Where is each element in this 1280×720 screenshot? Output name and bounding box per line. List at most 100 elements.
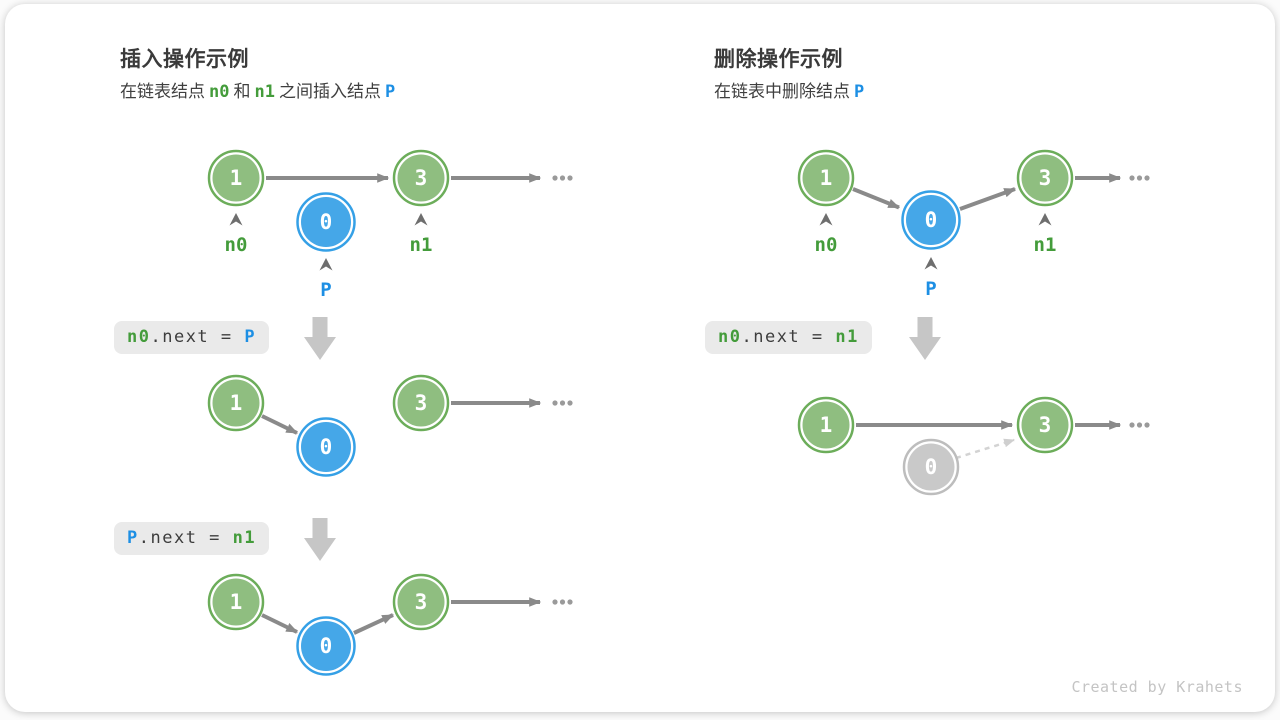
node-ring — [1016, 396, 1074, 454]
code-insert-step2: P.next = n1 — [114, 522, 270, 555]
ellipsis-dots — [552, 599, 573, 605]
pointer-label-p: P — [320, 279, 331, 301]
node-ring — [207, 149, 265, 207]
node-3: 3 — [1016, 149, 1074, 207]
node-0-removed: 0 — [902, 438, 960, 496]
pointer-caret-icon — [319, 258, 333, 271]
node-value: 0 — [320, 210, 333, 234]
var-n0: n0 — [209, 82, 230, 102]
code-text: .next = — [150, 327, 245, 347]
arrow-node0-to-node3 — [959, 187, 1017, 211]
node-ring — [207, 374, 265, 432]
node-1: 1 — [797, 396, 855, 454]
node-1: 1 — [207, 149, 265, 207]
node-0-new: 0 — [296, 417, 356, 477]
node-0-new: 0 — [296, 616, 356, 676]
arrow-node1-to-node0 — [852, 187, 901, 210]
ellipsis-dots — [552, 400, 573, 406]
node-value: 0 — [925, 208, 938, 232]
insert-row1: 1 0 3 n0 P n1 — [207, 149, 573, 301]
arrow-node1-to-node0 — [261, 414, 299, 435]
ellipsis-dots — [1129, 175, 1150, 181]
node-value: 0 — [320, 634, 333, 658]
node-body — [397, 578, 445, 626]
node-1: 1 — [207, 573, 265, 631]
insert-row2: 1 0 3 — [207, 374, 573, 477]
pointer-caret-icon — [229, 213, 243, 226]
node-3: 3 — [392, 149, 450, 207]
node-value: 3 — [415, 166, 428, 190]
node-body — [906, 195, 956, 245]
node-value: 3 — [1039, 166, 1052, 190]
code-text: .next = — [138, 528, 233, 548]
node-ring — [797, 149, 855, 207]
node-ring — [296, 616, 356, 676]
subtitle-text: 和 — [233, 82, 251, 101]
credit-text: Created by Krahets — [1071, 678, 1243, 696]
node-body — [397, 154, 445, 202]
node-body — [301, 422, 351, 472]
code-var-n1: n1 — [835, 327, 859, 347]
pointer-caret-icon — [924, 257, 938, 270]
node-3: 3 — [392, 573, 450, 631]
delete-row2: 1 0 3 — [797, 396, 1150, 496]
pointer-caret-icon — [414, 213, 428, 226]
node-body — [212, 578, 260, 626]
pointer-label-n1: n1 — [1034, 234, 1057, 256]
arrow-removed-node0-to-node3-dashed — [955, 438, 1016, 460]
ellipsis-dots — [552, 175, 573, 181]
step-down-arrow-icon — [909, 317, 941, 360]
code-var-p: P — [244, 327, 257, 347]
node-body — [1021, 154, 1069, 202]
arrow-node1-to-node0 — [261, 613, 299, 634]
node-body — [397, 379, 445, 427]
node-value: 1 — [820, 166, 833, 190]
var-p: P — [854, 82, 865, 102]
node-value: 0 — [925, 455, 938, 479]
node-value: 3 — [415, 590, 428, 614]
node-body — [301, 621, 351, 671]
node-body — [1021, 401, 1069, 449]
node-value: 3 — [1039, 413, 1052, 437]
node-value: 1 — [230, 590, 243, 614]
node-ring — [296, 192, 356, 252]
var-n1: n1 — [254, 82, 275, 102]
code-var-n1: n1 — [232, 528, 257, 548]
delete-row1: 1 0 3 n0 P n1 — [797, 149, 1150, 300]
node-body — [212, 154, 260, 202]
pointer-label-n0: n0 — [225, 234, 248, 256]
code-text: .next = — [741, 327, 836, 347]
node-ring — [207, 573, 265, 631]
subtitle-text: 在链表中删除结点 — [714, 82, 850, 101]
node-ring — [1016, 149, 1074, 207]
code-var-n0: n0 — [127, 327, 151, 347]
node-body — [802, 154, 850, 202]
node-ring — [392, 149, 450, 207]
node-body — [301, 197, 351, 247]
node-body — [212, 379, 260, 427]
var-p: P — [384, 82, 396, 102]
ellipsis-dots — [1129, 422, 1150, 428]
pointer-label-p: P — [925, 278, 936, 300]
node-1: 1 — [207, 374, 265, 432]
node-value: 1 — [230, 391, 243, 415]
node-1: 1 — [797, 149, 855, 207]
step-down-arrow-icon — [304, 518, 336, 561]
node-ring — [392, 374, 450, 432]
node-0-new: 0 — [296, 192, 356, 252]
arrow-node0-to-node3 — [353, 613, 395, 635]
insert-row3: 1 0 3 — [207, 573, 573, 676]
node-body — [907, 443, 955, 491]
pointer-caret-icon — [1038, 213, 1052, 226]
node-ring — [392, 573, 450, 631]
node-value: 3 — [415, 391, 428, 415]
subtitle-text: 之间插入结点 — [278, 82, 381, 101]
node-ring — [797, 396, 855, 454]
node-0-target: 0 — [901, 190, 961, 250]
code-var-n0: n0 — [718, 327, 742, 347]
pointer-caret-icon — [819, 213, 833, 226]
pointer-label-n0: n0 — [815, 234, 838, 256]
node-value: 1 — [820, 413, 833, 437]
